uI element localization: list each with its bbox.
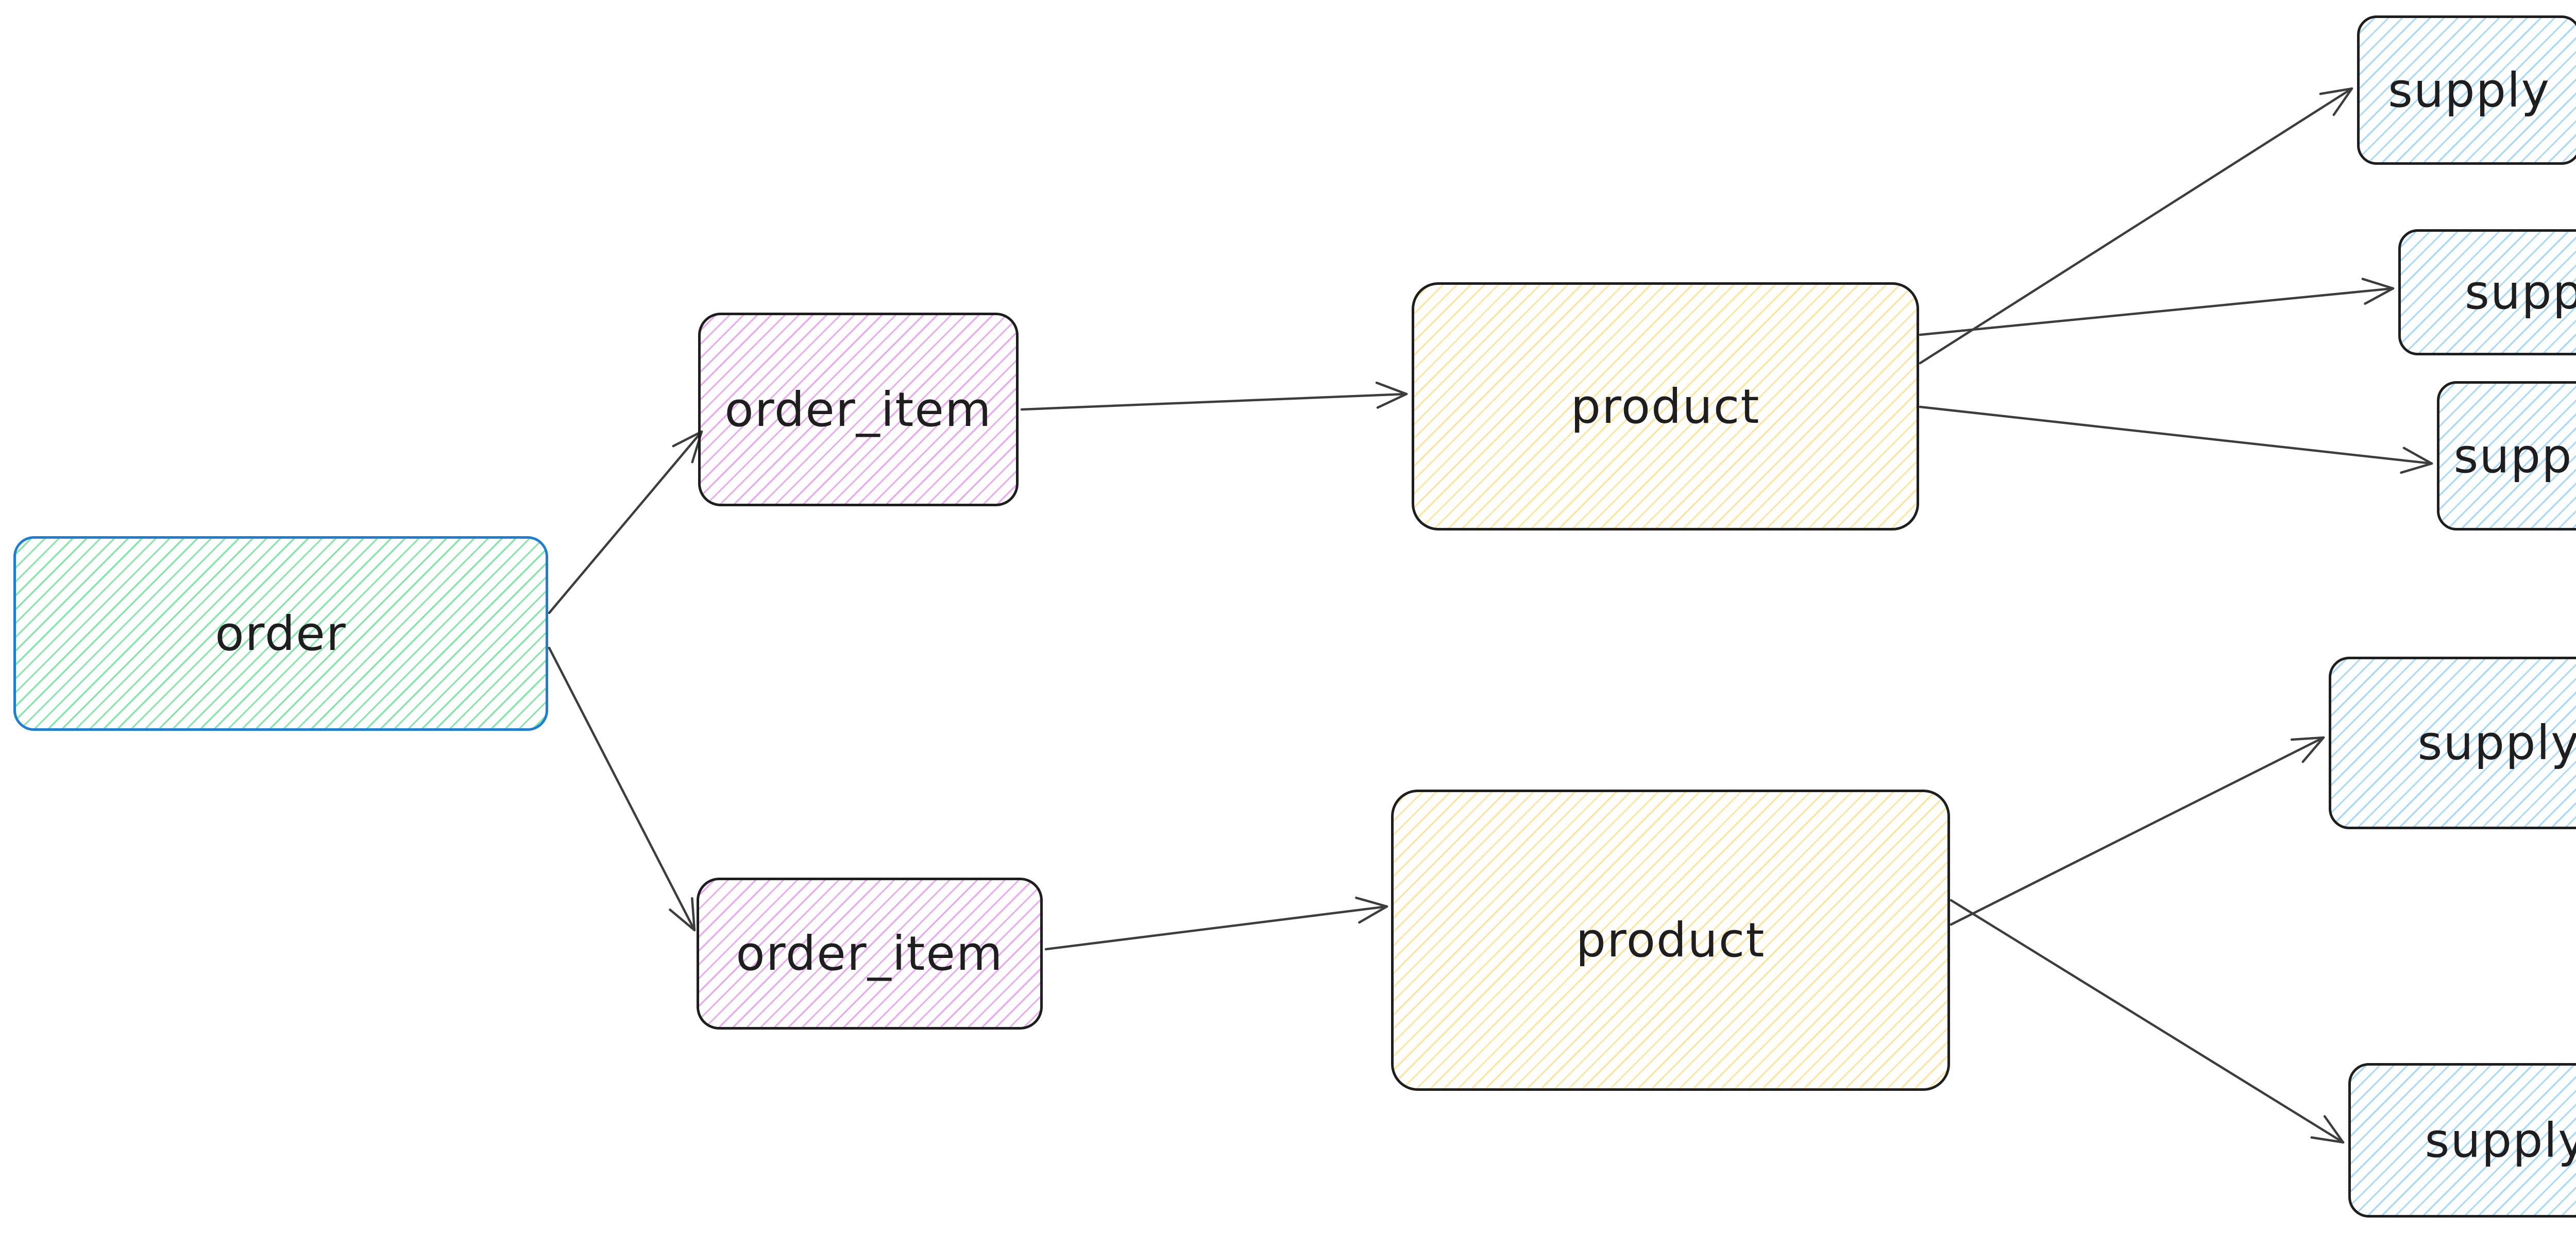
node-product-top: product	[1412, 282, 1919, 530]
arrow-order-to-order_item_bottom-head	[669, 909, 696, 932]
node-supply-2-label: supply	[2464, 265, 2576, 320]
arrow-product_top-to-supply_1-head	[2332, 87, 2353, 116]
node-order-label: order	[215, 606, 347, 661]
node-order-item-bottom: order_item	[697, 878, 1043, 1030]
arrow-order_item_bottom-to-product_bottom	[1044, 905, 1388, 951]
arrow-product_top-to-supply_3-head	[2402, 447, 2433, 465]
node-product-bottom: product	[1391, 790, 1950, 1091]
node-supply-5: supply	[2348, 1063, 2576, 1218]
arrow-order_item_top-to-product_top	[1020, 392, 1408, 411]
arrow-product_top-to-supply_1	[1919, 87, 2353, 365]
arrow-order-to-order_item_bottom-head	[691, 897, 696, 932]
node-order-item-top: order_item	[698, 313, 1019, 506]
arrow-order_item_top-to-product_top-head	[1375, 381, 1408, 396]
node-supply-3: supply	[2437, 381, 2576, 530]
arrow-product_top-to-supply_2-head	[2361, 278, 2395, 290]
arrow-product_top-to-supply_2-head	[2364, 287, 2395, 305]
arrow-product_bottom-to-supply_4-head	[2290, 736, 2325, 741]
node-order: order	[13, 536, 548, 731]
arrow-product_bottom-to-supply_5-head	[2323, 1115, 2345, 1144]
arrow-product_top-to-supply_3	[1919, 405, 2433, 465]
arrow-product_bottom-to-supply_5	[1950, 899, 2345, 1144]
arrow-product_bottom-to-supply_4	[1950, 736, 2325, 926]
node-order-item-top-label: order_item	[724, 382, 992, 437]
arrow-product_top-to-supply_3-head	[2400, 462, 2433, 474]
node-supply-1-label: supply	[2387, 62, 2551, 118]
arrow-product_bottom-to-supply_5-head	[2310, 1136, 2345, 1144]
node-supply-4-label: supply	[2417, 715, 2576, 770]
node-supply-2: supply	[2398, 229, 2576, 355]
arrow-order_item_bottom-to-product_bottom-head	[1355, 896, 1388, 908]
node-product-bottom-label: product	[1575, 913, 1766, 968]
arrow-order-to-order_item_bottom	[548, 646, 696, 932]
arrow-order_item_top-to-product_top-head	[1376, 392, 1408, 409]
arrow-order_item_bottom-to-product_bottom-head	[1358, 905, 1388, 924]
node-supply-3-label: supply	[2453, 428, 2576, 484]
arrow-order-to-order_item_top	[548, 430, 703, 614]
arrow-product_bottom-to-supply_4-head	[2301, 736, 2325, 763]
node-supply-5-label: supply	[2425, 1112, 2576, 1168]
node-supply-1: supply	[2357, 15, 2576, 165]
node-order-item-bottom-label: order_item	[736, 926, 1004, 981]
arrow-product_top-to-supply_2	[1919, 287, 2395, 336]
node-product-top-label: product	[1570, 379, 1760, 434]
arrow-order-to-order_item_top-head	[672, 430, 703, 448]
node-supply-4: supply	[2329, 657, 2576, 829]
arrow-product_top-to-supply_1-head	[2319, 87, 2353, 95]
